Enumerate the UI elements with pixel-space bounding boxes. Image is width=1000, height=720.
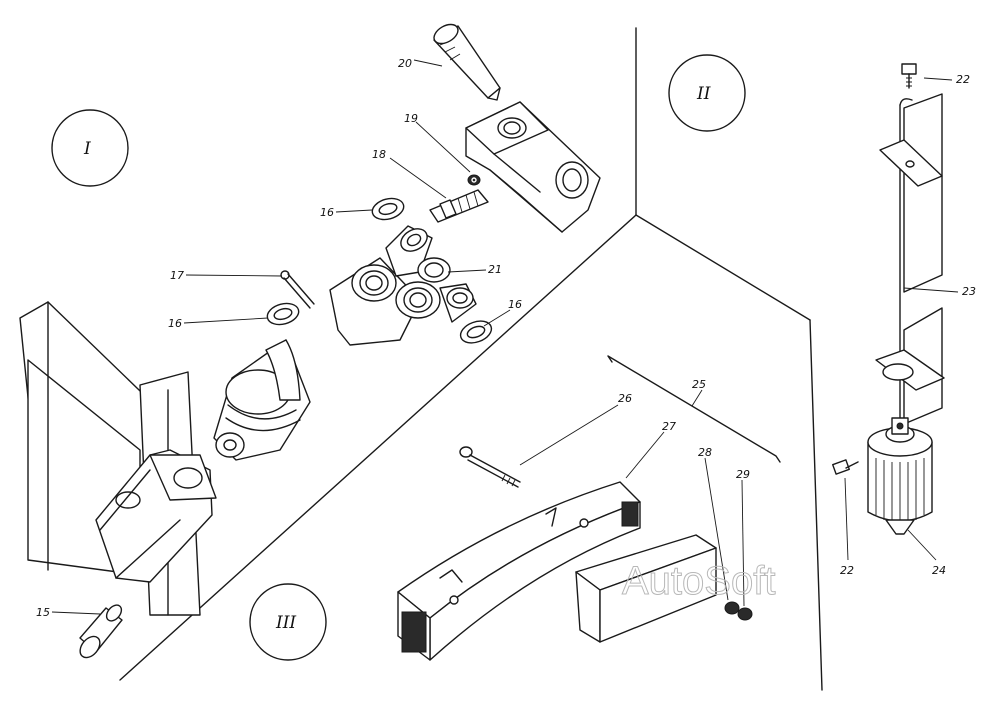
- section-circle-i: I: [51, 109, 129, 187]
- section-label-iii: III: [275, 613, 296, 633]
- cotter-pin-17: [280, 270, 315, 309]
- callout-18: 18: [372, 148, 386, 161]
- washer-16-top: [371, 197, 405, 221]
- callout-16-top: 16: [320, 206, 334, 219]
- leader-lines: [51, 59, 959, 615]
- yoke-shaft: [213, 339, 311, 461]
- bolt-26: [459, 446, 521, 488]
- section-dividers: [119, 27, 823, 691]
- callout-27: 27: [662, 420, 676, 433]
- bracket-25: [607, 355, 781, 463]
- rod-23: [875, 93, 945, 425]
- callout-24: 24: [932, 564, 946, 577]
- callout-25: 25: [692, 378, 706, 391]
- callout-29: 29: [736, 468, 750, 481]
- cylinder-24: [867, 417, 933, 535]
- section-circle-iii: III: [249, 583, 327, 661]
- callout-28: 28: [698, 446, 712, 459]
- callout-labels: 20 19 18 16 17 16 21 16 15 22 23 24 22 2…: [36, 57, 976, 619]
- bolt-22-top: [901, 63, 917, 89]
- callout-16-right: 16: [508, 298, 522, 311]
- callout-20: 20: [398, 57, 412, 70]
- nut-28: [724, 601, 740, 615]
- bolt-22-bottom: [832, 459, 859, 475]
- callout-26: 26: [618, 392, 632, 405]
- callout-17: 17: [170, 269, 184, 282]
- section-label-ii: II: [696, 84, 711, 104]
- washer-16-right: [459, 320, 493, 344]
- watermark: AutoSoft: [622, 559, 775, 603]
- square-tube: [575, 534, 717, 643]
- callout-23: 23: [962, 285, 976, 298]
- washer-16-middle: [266, 302, 300, 326]
- pin-15: [79, 604, 123, 659]
- universal-joint-21: [329, 225, 477, 346]
- pin-20: [433, 23, 501, 101]
- callout-22-bottom: 22: [840, 564, 854, 577]
- curved-block-27: [397, 481, 641, 661]
- section-circle-ii: II: [668, 54, 746, 132]
- callout-22-top: 22: [956, 73, 970, 86]
- callout-19: 19: [404, 112, 418, 125]
- clevis-bracket-top: [465, 101, 601, 233]
- callout-16-left: 16: [168, 317, 182, 330]
- yoke-flange: [95, 449, 217, 583]
- callout-21: 21: [488, 263, 502, 276]
- section-label-i: I: [83, 139, 91, 159]
- bolt-18: [429, 189, 489, 223]
- callout-15: 15: [36, 606, 50, 619]
- nut-29: [737, 607, 753, 621]
- washer-19: [467, 174, 481, 186]
